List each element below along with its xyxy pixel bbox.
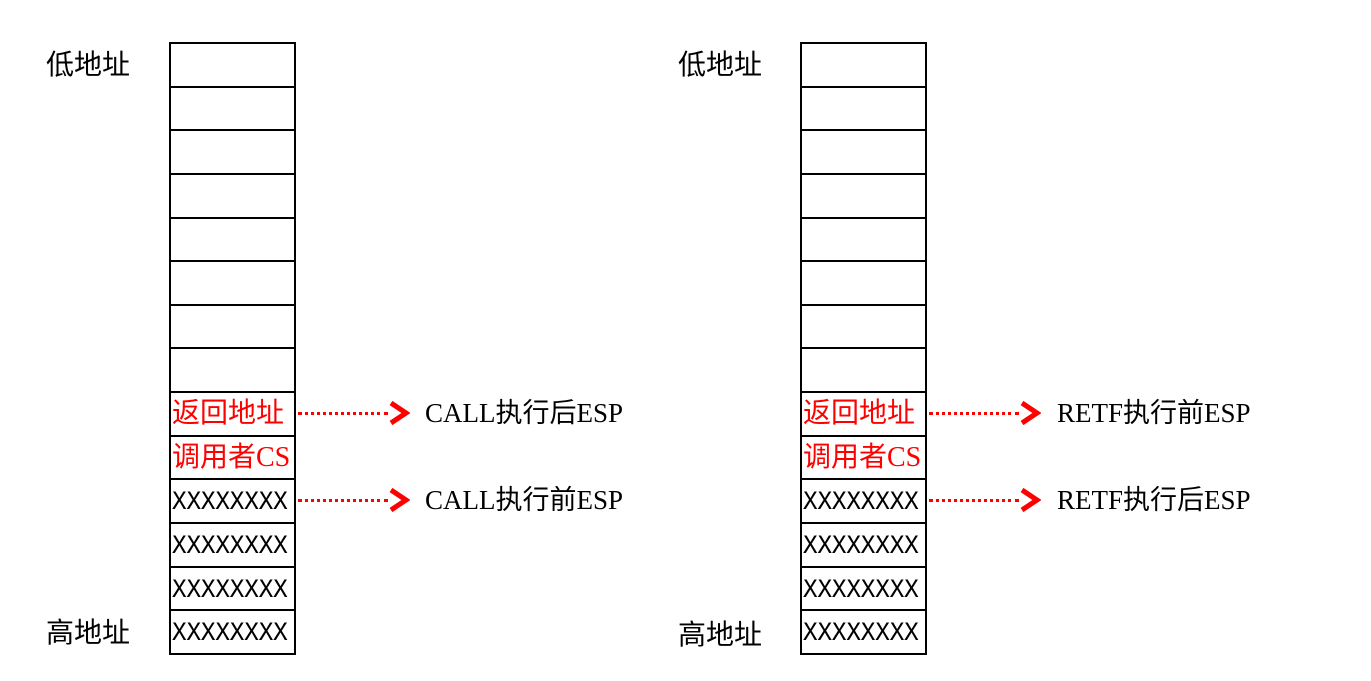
arrowhead-icon [389, 487, 410, 513]
stack-cell [171, 219, 294, 263]
stack-cell [171, 175, 294, 219]
esp-arrow-label: CALL执行前ESP [425, 485, 624, 515]
low-address-label: 低地址 [678, 50, 763, 81]
arrowhead-icon [1020, 487, 1041, 513]
stack-cell [171, 349, 294, 394]
stack-value-cell: XXXXXXXX [171, 568, 294, 612]
esp-arrow [298, 487, 410, 513]
stack-value-cell: XXXXXXXX [802, 480, 925, 525]
stack-value-cell: XXXXXXXX [802, 524, 925, 568]
esp-arrow [929, 487, 1041, 513]
esp-arrow [929, 400, 1041, 426]
stack-cell [171, 44, 294, 88]
stack-value-cell: XXXXXXXX [802, 568, 925, 612]
stack-cell [802, 175, 925, 219]
esp-arrow [298, 400, 410, 426]
caller-cs-cell: 调用者CS [171, 437, 294, 481]
esp-arrow-label: RETF执行后ESP [1057, 485, 1251, 515]
high-address-label: 高地址 [678, 620, 763, 651]
stack-cell [171, 131, 294, 175]
low-address-label: 低地址 [46, 50, 131, 81]
return-address-cell: 返回地址 [802, 393, 925, 437]
stack-cell [802, 88, 925, 132]
dotted-line [929, 411, 1019, 415]
dotted-line [298, 411, 388, 415]
stack-cell [802, 306, 925, 350]
stack-cell [802, 131, 925, 175]
memory-stack: 返回地址 调用者CS XXXXXXXX XXXXXXXX XXXXXXXX XX… [800, 42, 927, 655]
esp-arrow-label: RETF执行前ESP [1057, 398, 1251, 428]
stack-cell [171, 306, 294, 350]
high-address-label: 高地址 [46, 618, 131, 649]
esp-arrow-label: CALL执行后ESP [425, 398, 624, 428]
stack-value-cell: XXXXXXXX [803, 618, 919, 647]
dotted-line [298, 498, 388, 502]
arrowhead-icon [1020, 400, 1041, 426]
return-address-cell: 返回地址 [171, 393, 294, 437]
dotted-line [929, 498, 1019, 502]
stack-cell [171, 88, 294, 132]
stack-cell [802, 219, 925, 263]
stack-cell [802, 44, 925, 88]
stack-value-cell: XXXXXXXX [172, 618, 288, 647]
caller-cs-cell: 调用者CS [802, 437, 925, 481]
memory-stack: 返回地址 调用者CS XXXXXXXX XXXXXXXX XXXXXXXX XX… [169, 42, 296, 655]
arrowhead-icon [389, 400, 410, 426]
stack-cell [802, 262, 925, 306]
stack-value-cell: XXXXXXXX [171, 480, 294, 525]
stack-cell [802, 349, 925, 394]
stack-value-cell: XXXXXXXX [171, 524, 294, 568]
stack-cell [171, 262, 294, 306]
